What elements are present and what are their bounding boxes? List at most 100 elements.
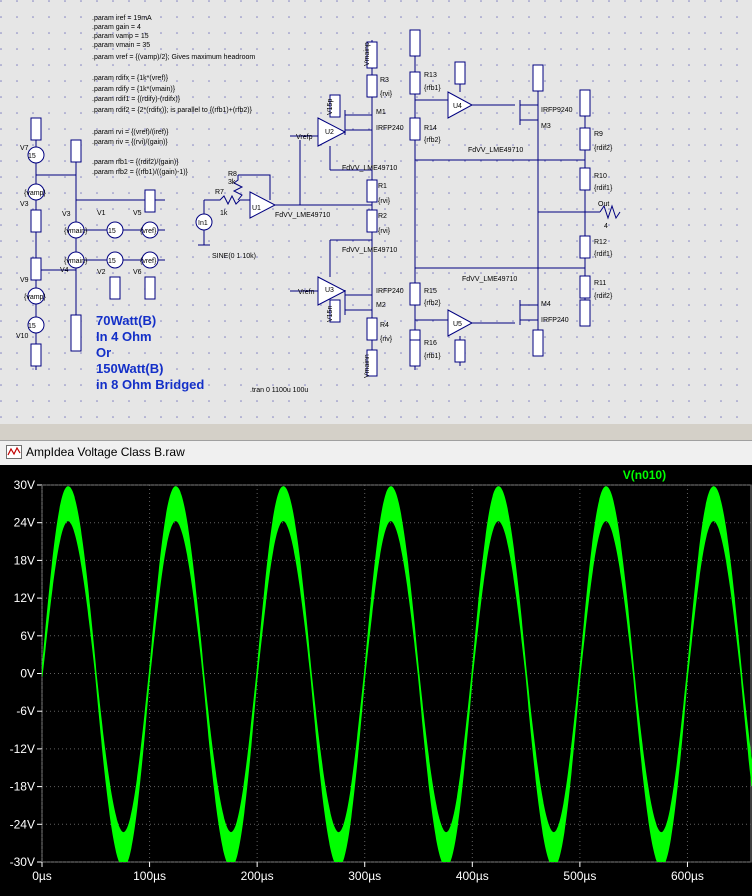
label-r12: R12 bbox=[594, 239, 607, 246]
label-15d: 15 bbox=[108, 258, 116, 265]
label-v9: V9 bbox=[20, 277, 29, 284]
label-r8: R8 bbox=[228, 171, 237, 178]
label-r9-val: {rdif2} bbox=[594, 145, 613, 152]
label-r7-val: 1k bbox=[220, 210, 228, 217]
tran-directive: .tran 0 1100u 100u bbox=[250, 387, 308, 394]
label-m1: M1 bbox=[376, 109, 386, 116]
x-tick-label: 300µs bbox=[348, 869, 381, 883]
label-r12-val: {rdif1} bbox=[594, 251, 613, 258]
label-u2-model: FdVV_LME49710 bbox=[342, 165, 397, 172]
param-directive: .param rfb1 = {(rdif2)/(gain)} bbox=[92, 159, 179, 166]
x-tick-label: 500µs bbox=[563, 869, 596, 883]
param-directive: .param rvi = {(vref)/(iref)} bbox=[92, 129, 169, 136]
param-directive: .param rdif1 = {(rdify)-(rdifx)} bbox=[92, 96, 181, 103]
param-directive: .param rdifx = {1k*(vref)} bbox=[92, 75, 169, 82]
label-r4: R4 bbox=[380, 322, 389, 329]
supply-sources bbox=[27, 117, 165, 370]
y-tick-label: -6V bbox=[16, 704, 35, 718]
y-tick-label: 24V bbox=[14, 516, 35, 530]
label-vmainp-top: Vmainp bbox=[364, 42, 371, 66]
power-note: 70Watt(B) In 4 Ohm Or 150Watt(B) in 8 Oh… bbox=[96, 313, 204, 392]
label-r1-val: {rvi} bbox=[378, 198, 391, 205]
label-r1: R1 bbox=[378, 183, 387, 190]
label-r10: R10 bbox=[594, 173, 607, 180]
label-m1-model: IRFP240 bbox=[376, 125, 404, 132]
label-v2: V2 bbox=[97, 269, 106, 276]
label-v4: V4 bbox=[60, 267, 69, 274]
label-r14-val: {rfb2} bbox=[424, 137, 441, 144]
label-u1: U1 bbox=[252, 205, 261, 212]
label-r11-val: {rdif2} bbox=[594, 293, 613, 300]
y-tick-label: 12V bbox=[14, 591, 35, 605]
label-15c: 15 bbox=[108, 228, 116, 235]
label-vmain-a: {vmain} bbox=[64, 228, 88, 235]
label-15a: 15 bbox=[28, 153, 36, 160]
label-m4: M4 bbox=[541, 301, 551, 308]
label-r13: R13 bbox=[424, 72, 437, 79]
label-r2: R2 bbox=[378, 213, 387, 220]
label-vamp-a: {vamp} bbox=[24, 190, 46, 197]
y-tick-label: 18V bbox=[14, 553, 35, 567]
label-r10-val: {rdif1} bbox=[594, 185, 613, 192]
label-in1: In1 bbox=[198, 220, 208, 227]
label-r15: R15 bbox=[424, 288, 437, 295]
label-u5: U5 bbox=[453, 321, 462, 328]
label-r13-val: {rfb1} bbox=[424, 85, 441, 92]
label-u2: U2 bbox=[325, 129, 334, 136]
label-r14: R14 bbox=[424, 125, 437, 132]
label-u4: U4 bbox=[453, 103, 462, 110]
label-r16: R16 bbox=[424, 340, 437, 347]
label-r4-val: {riv} bbox=[380, 336, 393, 343]
trace-v-n010 bbox=[42, 486, 752, 862]
label-r15-val: {rfb2} bbox=[424, 300, 441, 307]
schematic-editor[interactable]: .param iref = 19mA .param gain = 4 .param … bbox=[0, 0, 752, 424]
param-directive: .param rfb2 = {(rfb1)/((gain)-1)} bbox=[92, 169, 189, 176]
label-out: Out bbox=[598, 201, 609, 208]
param-directive: .param gain = 4 bbox=[92, 24, 141, 31]
param-directive: .param vamp = 15 bbox=[92, 33, 149, 40]
label-u4-model: FdVV_LME49710 bbox=[468, 147, 523, 154]
y-tick-label: -18V bbox=[10, 780, 35, 794]
label-r9: R9 bbox=[594, 131, 603, 138]
label-r3: R3 bbox=[380, 77, 389, 84]
waveform-window-titlebar[interactable]: AmpIdea Voltage Class B.raw bbox=[0, 440, 752, 466]
x-tick-label: 200µs bbox=[241, 869, 274, 883]
param-directive: .param rdify = {1k*(vmain)} bbox=[92, 86, 176, 93]
label-v3b: V3 bbox=[62, 211, 71, 218]
label-v1: V1 bbox=[97, 210, 106, 217]
y-tick-label: 0V bbox=[20, 667, 35, 681]
plot-frame bbox=[41, 484, 752, 863]
waveform-icon bbox=[6, 445, 22, 459]
note-line-1: 70Watt(B) bbox=[96, 313, 156, 328]
label-vrefn: Vrefn bbox=[298, 289, 315, 296]
note-line-4: 150Watt(B) bbox=[96, 361, 163, 376]
label-v15p-u2: V15p bbox=[327, 99, 334, 115]
label-vmain-b: {vmain} bbox=[64, 258, 88, 265]
label-vmainn-bottom: Vmainn bbox=[364, 354, 371, 378]
y-tick-label: -12V bbox=[10, 742, 35, 756]
label-r2-val: {rvi} bbox=[378, 228, 391, 235]
y-tick-label: 6V bbox=[20, 629, 35, 643]
label-v3: V3 bbox=[20, 201, 29, 208]
label-m2: M2 bbox=[376, 302, 386, 309]
param-directive: .param iref = 19mA bbox=[92, 15, 152, 22]
x-tick-label: 100µs bbox=[133, 869, 166, 883]
x-tick-label: 600µs bbox=[671, 869, 704, 883]
param-directive: .param vref = {(vamp)/2}; Gives maximum … bbox=[92, 54, 255, 61]
label-vrefp: Vrefp bbox=[296, 134, 313, 141]
label-vamp-b: {vamp} bbox=[24, 294, 46, 301]
label-m3-model: IRFP9240 bbox=[541, 107, 573, 114]
label-v6: V6 bbox=[133, 269, 142, 276]
schematic-canvas[interactable]: .param iref = 19mA .param gain = 4 .param … bbox=[0, 0, 752, 424]
label-v15n-u3: V15n bbox=[327, 306, 334, 322]
label-vref-b: {vref} bbox=[140, 258, 157, 265]
central-chain bbox=[290, 40, 378, 377]
label-m4-model: IRFP240 bbox=[541, 317, 569, 324]
y-tick-label: -30V bbox=[10, 855, 35, 869]
waveform-window-title: AmpIdea Voltage Class B.raw bbox=[26, 445, 185, 459]
label-v7: V7 bbox=[20, 145, 29, 152]
y-tick-label: -24V bbox=[10, 817, 35, 831]
label-u5-model: FdVV_LME49710 bbox=[462, 276, 517, 283]
